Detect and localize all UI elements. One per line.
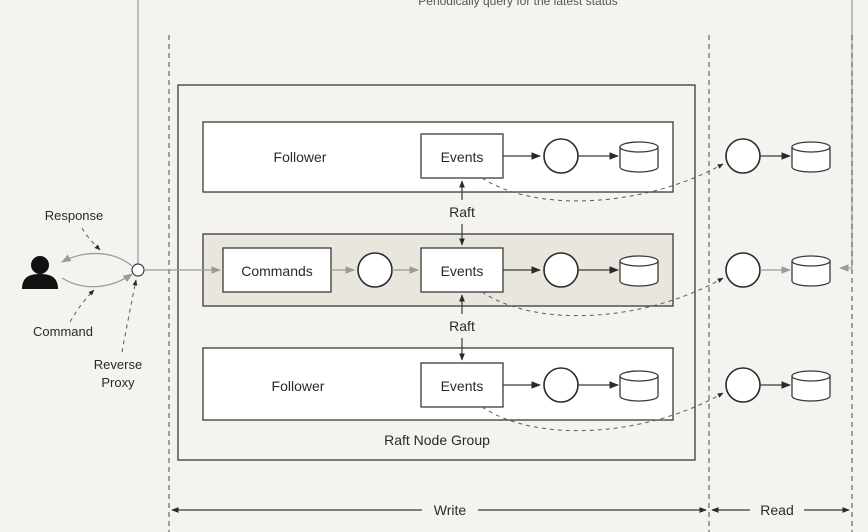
- command-label: Command: [33, 324, 93, 339]
- response-label: Response: [45, 208, 104, 223]
- commands-box: [222, 247, 332, 293]
- commands-label: Commands: [241, 263, 313, 279]
- read-circle-top: [725, 138, 761, 174]
- raft-node-group-title: Raft Node Group: [384, 432, 490, 448]
- response-curve: [61, 253, 133, 267]
- follower-bottom-label: Follower: [272, 378, 325, 394]
- top-note: Periodically query for the latest status: [418, 0, 617, 8]
- reverse-proxy-node: [131, 263, 145, 277]
- reverse-proxy-label-2: Proxy: [101, 375, 135, 390]
- processor-circle-leader-b: [543, 252, 579, 288]
- reverse-proxy-label-1: Reverse: [94, 357, 142, 372]
- events-bottom-label: Events: [441, 378, 484, 394]
- write-label: Write: [434, 502, 467, 518]
- raft-label-bottom: Raft: [449, 318, 475, 334]
- read-label: Read: [760, 502, 793, 518]
- database-bottom-icon: [619, 370, 659, 402]
- projection-curve-bottom: [481, 392, 724, 432]
- database-leader-icon: [619, 255, 659, 287]
- read-circle-bottom: [725, 367, 761, 403]
- user-icon: [22, 256, 58, 289]
- follower-top-label: Follower: [274, 149, 327, 165]
- events-top: [420, 133, 504, 179]
- read-database-top-icon: [791, 141, 831, 173]
- events-top-label: Events: [441, 149, 484, 165]
- raft-label-top: Raft: [449, 204, 475, 220]
- raft-node-group: [177, 84, 696, 461]
- database-top-icon: [619, 141, 659, 173]
- read-database-bottom-icon: [791, 370, 831, 402]
- processor-circle-bottom: [543, 367, 579, 403]
- read-circle-mid: [725, 252, 761, 288]
- projection-curve-top: [481, 163, 724, 202]
- processor-circle-top: [543, 138, 579, 174]
- events-leader-label: Events: [441, 263, 484, 279]
- read-database-mid-icon: [791, 255, 831, 287]
- command-curve: [61, 273, 133, 288]
- projection-curve-leader: [481, 277, 724, 317]
- processor-circle-leader-a: [357, 252, 393, 288]
